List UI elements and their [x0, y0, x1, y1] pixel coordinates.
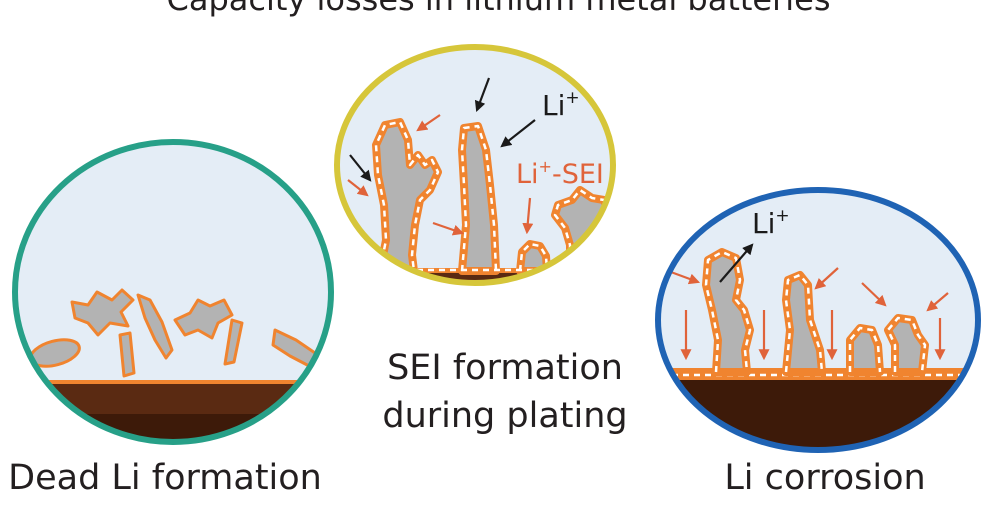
dead-li-panel [12, 139, 334, 445]
sei-arrow [416, 114, 441, 132]
dead-li-fragment [173, 298, 234, 340]
dead-li-fragment [70, 288, 135, 337]
dead-li-fragment [136, 293, 174, 360]
li-ion-arrow [474, 77, 491, 113]
dead-li-ring [12, 139, 334, 445]
dead-li-fragment [223, 318, 244, 366]
sei-arrow [347, 179, 369, 197]
corroded-dendrite [846, 324, 884, 376]
li-ion-release-arrow [719, 243, 754, 283]
dead-li-label: Dead Li formation [8, 458, 322, 498]
sei-ring [334, 44, 616, 286]
corrosion-ring [655, 187, 981, 453]
li-ion-label: Li+ [542, 88, 580, 122]
sei-label-line1: SEI formation [387, 348, 623, 388]
corrosion-label: Li corrosion [724, 458, 926, 498]
dead-li-background [15, 142, 331, 442]
sei-arrow [432, 221, 465, 236]
corrosion-panel: Li+ [655, 187, 981, 453]
corrosion-li-ion-label: Li+ [752, 206, 790, 240]
sei-substrate [337, 272, 613, 283]
corroded-dendrite [884, 314, 929, 376]
corrosion-arrow [861, 282, 887, 307]
li-ion-arrow [500, 119, 536, 148]
dead-li-substrate-lower [15, 414, 331, 442]
li-ion-arrow [349, 154, 372, 182]
corrosion-arrow [814, 267, 839, 290]
sei-label: SEI formation during plating [340, 344, 670, 440]
sei-label-line2: during plating [382, 396, 628, 436]
sei-arrow [522, 197, 534, 235]
li-sei-label: Li+-SEI [516, 157, 604, 190]
dead-li-fragment [118, 331, 136, 378]
corrosion-arrow [926, 292, 949, 312]
li-ion-arrow [611, 171, 613, 194]
figure-title: Capacity losses in lithium metal batteri… [0, 0, 997, 18]
sei-panel: Li+ Li+-SEI [334, 44, 616, 286]
